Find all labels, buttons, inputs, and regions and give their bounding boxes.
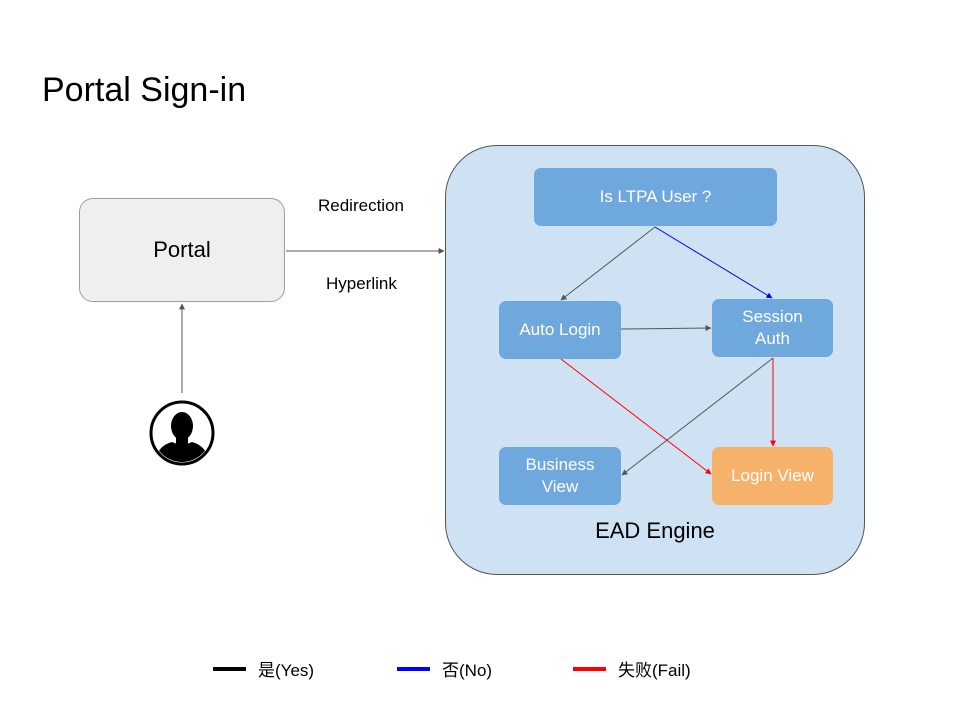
- redirection-label: Redirection: [318, 196, 404, 215]
- user-avatar-icon: [149, 400, 215, 466]
- session-auth-node: Session Auth: [712, 299, 833, 357]
- legend-swatch-fail: [573, 666, 606, 671]
- auto-login-node: Auto Login: [499, 301, 621, 359]
- is-ltpa-user-label: Is LTPA User ?: [599, 186, 712, 206]
- business-view-label: Business View: [525, 454, 595, 496]
- legend-swatch-yes: [213, 666, 246, 671]
- legend-label-fail: 失败(Fail): [618, 661, 691, 680]
- login-view-label: Login View: [731, 465, 814, 485]
- portal-node: Portal: [79, 198, 285, 302]
- portal-label: Portal: [153, 237, 211, 262]
- legend-item-yes: 是(Yes): [213, 656, 314, 681]
- hyperlink-label: Hyperlink: [326, 274, 397, 293]
- ead-engine-label: EAD Engine: [595, 518, 715, 543]
- legend-swatch-no: [397, 666, 430, 671]
- page-title: Portal Sign-in: [42, 71, 247, 109]
- legend-item-fail: 失败(Fail): [573, 656, 691, 681]
- auto-login-label: Auto Login: [519, 319, 601, 339]
- is-ltpa-user-node: Is LTPA User ?: [534, 168, 777, 226]
- login-view-node: Login View: [712, 447, 833, 505]
- business-view-node: Business View: [499, 447, 621, 505]
- legend-item-no: 否(No): [397, 656, 492, 681]
- legend-label-no: 否(No): [442, 661, 493, 680]
- legend-label-yes: 是(Yes): [258, 661, 315, 680]
- session-auth-label: Session Auth: [742, 306, 803, 348]
